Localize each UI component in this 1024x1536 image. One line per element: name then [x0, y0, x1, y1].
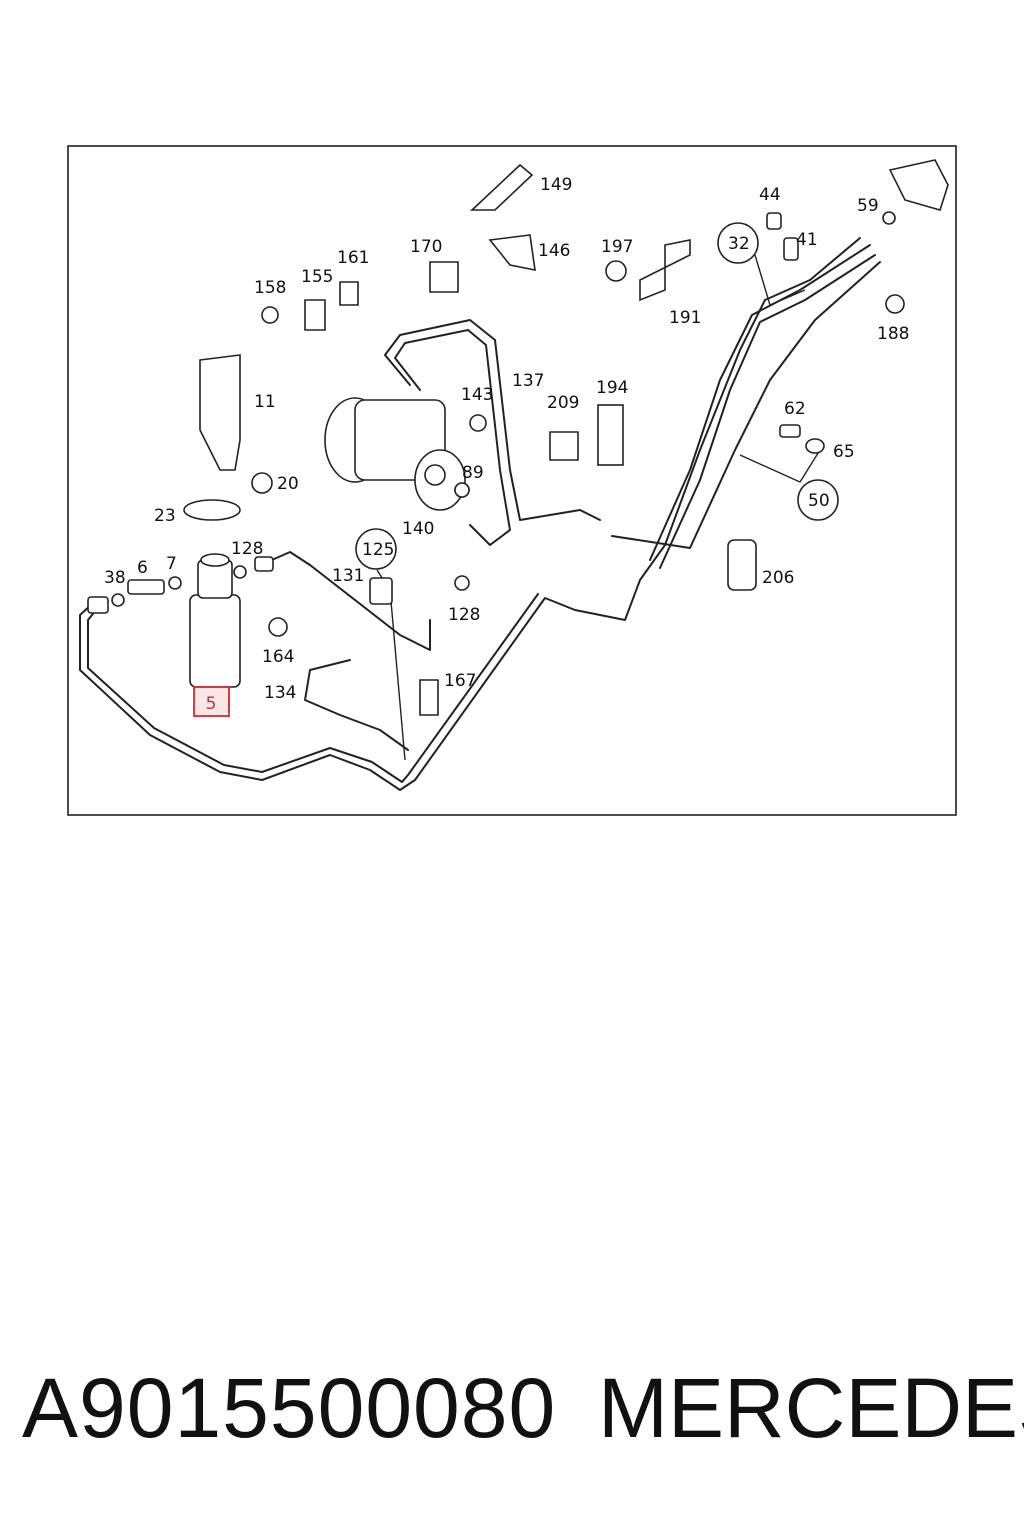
callout-label-50: 50	[808, 491, 830, 511]
callout-label-7: 7	[166, 554, 177, 574]
callout-label-137: 137	[512, 371, 544, 391]
callout-label-197: 197	[601, 237, 633, 257]
callout-label-194: 194	[596, 378, 628, 398]
callout-label-140: 140	[402, 519, 434, 539]
strap-146	[488, 234, 536, 272]
callout-label-161: 161	[337, 248, 369, 268]
part-number: A9015500080	[22, 1361, 557, 1455]
callout-label-206: 206	[762, 568, 794, 588]
callout-label-191: 191	[669, 308, 701, 328]
callout-label-149: 149	[540, 175, 572, 195]
callout-label-23: 23	[154, 506, 176, 526]
callout-label-6: 6	[137, 558, 148, 578]
cap-part	[888, 159, 949, 211]
callout-label-11: 11	[254, 392, 276, 412]
pipe-137	[384, 319, 601, 521]
callout-label-32: 32	[728, 234, 750, 254]
fittings	[87, 211, 905, 716]
callout-label-62: 62	[784, 399, 806, 419]
callout-label-170: 170	[410, 237, 442, 257]
callout-circle-125	[355, 528, 397, 570]
switch-206	[727, 539, 757, 591]
highlight-box-part-5	[193, 686, 230, 717]
highlight-label-part-5: 5	[206, 694, 217, 714]
pipe-right-3	[611, 261, 881, 549]
callout-label-125: 125	[362, 540, 394, 560]
callout-label-128-b: 128	[448, 605, 480, 625]
callout-label-20: 20	[277, 474, 299, 494]
pipe-right-1	[649, 244, 871, 561]
callout-label-59: 59	[857, 196, 879, 216]
callout-label-134: 134	[264, 683, 296, 703]
wire-134	[304, 659, 409, 751]
clamp-23	[183, 499, 241, 521]
bracket-191	[639, 239, 691, 302]
compressor	[324, 397, 470, 511]
callout-label-41: 41	[796, 230, 818, 250]
callout-label-158: 158	[254, 278, 286, 298]
leader-50	[739, 449, 821, 483]
pipe-right-2	[659, 254, 876, 569]
callout-label-44: 44	[759, 185, 781, 205]
pipe-128	[264, 551, 431, 651]
pipe-137-b	[394, 329, 511, 546]
callout-label-188: 188	[877, 324, 909, 344]
callout-label-143: 143	[461, 385, 493, 405]
callout-label-38: 38	[104, 568, 126, 588]
strap-149	[469, 163, 534, 211]
pipe-left-loop-inner	[87, 593, 539, 783]
callout-label-164: 164	[262, 647, 294, 667]
pipe-left-loop	[79, 237, 861, 791]
callout-label-167: 167	[444, 671, 476, 691]
leader-32	[754, 254, 806, 306]
callout-label-209: 209	[547, 393, 579, 413]
callout-label-131: 131	[332, 566, 364, 586]
callout-circle-50	[797, 479, 839, 521]
brand-name: MERCEDES	[598, 1361, 1024, 1455]
footer: A9015500080 MERCEDES	[0, 1360, 1024, 1470]
receiver-drier	[189, 553, 241, 688]
callout-circle-32	[717, 222, 759, 264]
callout-label-65: 65	[833, 442, 855, 462]
callout-label-128: 128	[231, 539, 263, 559]
bracket-11	[199, 354, 241, 471]
callout-label-155: 155	[301, 267, 333, 287]
callout-label-89: 89	[462, 463, 484, 483]
circled-labels	[355, 222, 839, 570]
callout-label-146: 146	[538, 241, 570, 261]
bracket-194	[597, 404, 624, 466]
